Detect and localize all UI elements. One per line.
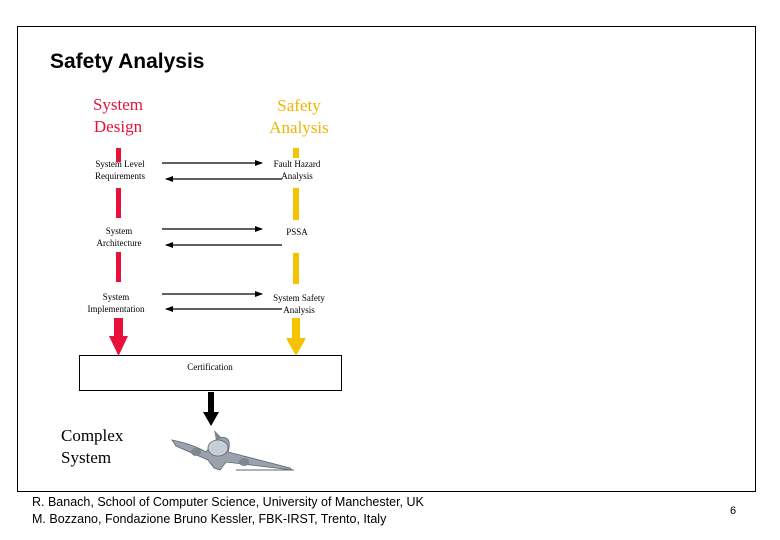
row1-left-line-1: System Level — [95, 159, 145, 169]
system-design-arrow-down — [109, 318, 128, 356]
certification-box — [79, 355, 342, 391]
row1-left-line-2: Requirements — [95, 171, 145, 181]
system-level-requirements-label: System Level Requirements — [86, 158, 154, 182]
complex-system-line-1: Complex — [61, 426, 124, 445]
footer-line-1: R. Banach, School of Computer Science, U… — [32, 495, 424, 509]
system-design-header-line-1: System — [92, 95, 144, 114]
system-design-bar-2 — [116, 188, 121, 218]
safety-analysis-bar-2 — [293, 188, 299, 220]
row3-right-line-1: System Safety — [273, 293, 325, 303]
system-architecture-label: System Architecture — [84, 225, 154, 249]
safety-analysis-header-line-1: Safety — [277, 96, 321, 115]
certification-label: Certification — [187, 362, 233, 372]
footer-credits: R. Banach, School of Computer Science, U… — [32, 494, 424, 528]
slide-frame — [17, 26, 756, 492]
complex-system-label: Complex System — [61, 425, 123, 469]
safety-analysis-header-line-2: Analysis — [269, 118, 329, 137]
fault-hazard-analysis-label: Fault Hazard Analysis — [262, 158, 332, 182]
airplane-icon — [171, 430, 294, 471]
row3-left-line-2: Implementation — [87, 304, 145, 314]
system-design-header-line-2: Design — [93, 117, 143, 136]
row1-right-line-2: Analysis — [281, 171, 313, 181]
system-design-bar-3 — [116, 252, 121, 282]
system-design-header: System Design — [80, 94, 156, 138]
system-safety-analysis-label: System Safety Analysis — [262, 292, 336, 316]
safety-analysis-bar-1 — [293, 148, 299, 158]
row2-left-line-1: System — [105, 226, 133, 236]
link-arrows — [162, 160, 282, 312]
safety-analysis-arrow-down — [286, 318, 306, 356]
safety-analysis-header: Safety Analysis — [258, 95, 340, 139]
pssa-label: PSSA — [272, 226, 322, 238]
safety-analysis-column — [286, 148, 306, 356]
row3-left-line-1: System — [102, 292, 130, 302]
page-number: 6 — [730, 505, 737, 517]
certification-arrow-down — [203, 392, 219, 426]
row2-left-line-2: Architecture — [96, 238, 142, 248]
complex-system-line-2: System — [61, 448, 112, 467]
safety-analysis-bar-3 — [293, 253, 299, 284]
footer-line-2: M. Bozzano, Fondazione Bruno Kessler, FB… — [32, 512, 387, 526]
row1-right-line-1: Fault Hazard — [273, 159, 321, 169]
system-design-bar-1 — [116, 148, 121, 162]
row2-right-line-1: PSSA — [286, 227, 308, 237]
row3-right-line-2: Analysis — [283, 305, 315, 315]
system-implementation-label: System Implementation — [78, 291, 154, 315]
slide-title: Safety Analysis — [50, 50, 205, 73]
system-design-column — [109, 148, 128, 356]
